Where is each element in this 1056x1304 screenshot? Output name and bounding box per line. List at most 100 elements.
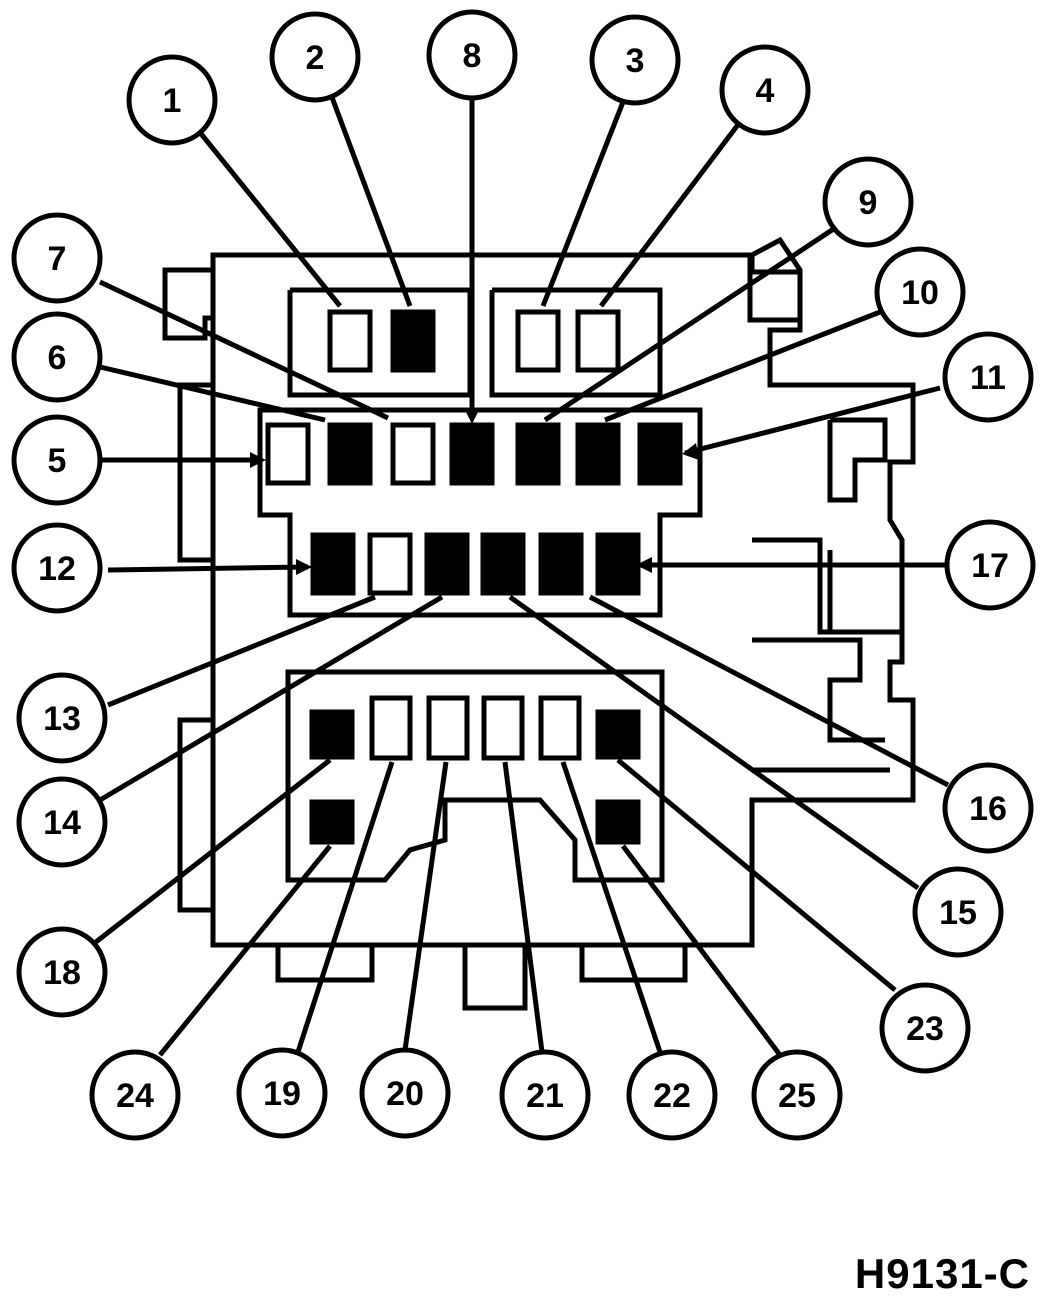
callout-circle-6 xyxy=(11,311,103,403)
cavity-top-right xyxy=(489,287,663,398)
leader-line-13 xyxy=(107,594,376,708)
pin-cell-10 xyxy=(575,422,621,486)
cavity-middle xyxy=(257,407,703,618)
leader-line-10 xyxy=(604,309,881,423)
callout-18: 18 xyxy=(16,926,108,1018)
housing-left-lower-side xyxy=(177,717,213,913)
leader-line-3 xyxy=(540,101,626,307)
callout-20: 20 xyxy=(359,1047,451,1139)
housing-right-latch-upper xyxy=(827,417,888,503)
callout-label-16: 16 xyxy=(969,790,1007,828)
figure-code: H9131-C xyxy=(854,1250,1030,1297)
callout-label-10: 10 xyxy=(901,274,939,312)
callout-circle-25 xyxy=(751,1049,843,1141)
callout-circle-17 xyxy=(944,519,1036,611)
callout-circle-13 xyxy=(16,672,108,764)
pin-cell-6 xyxy=(327,422,373,486)
callout-label-18: 18 xyxy=(43,954,81,992)
leader-line-24 xyxy=(158,844,332,1057)
pin-cell-12 xyxy=(310,532,356,596)
callout-label-25: 25 xyxy=(778,1077,816,1115)
callout-circle-9 xyxy=(822,156,914,248)
callout-label-6: 6 xyxy=(48,339,67,377)
callout-circle-12 xyxy=(11,522,103,614)
pin-cell-14 xyxy=(424,532,470,596)
callout-23: 23 xyxy=(879,982,971,1074)
callout-circle-19 xyxy=(236,1047,328,1139)
callout-circle-11 xyxy=(942,331,1034,423)
housing-bottom-tab-left xyxy=(275,945,375,983)
cavity-lower xyxy=(285,669,665,883)
callout-15: 15 xyxy=(912,866,1004,958)
housing-right-latch-mid xyxy=(752,537,902,635)
callout-label-2: 2 xyxy=(306,39,325,77)
callout-label-9: 9 xyxy=(859,184,878,222)
leader-line-15 xyxy=(508,594,920,891)
callout-13: 13 xyxy=(16,672,108,764)
callout-22: 22 xyxy=(626,1049,718,1141)
callout-label-5: 5 xyxy=(48,442,67,480)
leader-line-25 xyxy=(621,844,782,1057)
callout-label-4: 4 xyxy=(756,72,775,110)
leader-line-2 xyxy=(327,91,413,307)
leader-line-1 xyxy=(196,128,342,308)
callout-label-14: 14 xyxy=(43,804,81,842)
callout-label-19: 19 xyxy=(263,1075,301,1113)
callout-12: 12 xyxy=(11,522,103,614)
callout-label-13: 13 xyxy=(43,700,81,738)
leader-line-22 xyxy=(560,761,663,1053)
pin-cell-8 xyxy=(449,422,495,486)
callout-circle-22 xyxy=(626,1049,718,1141)
cavity-top-left xyxy=(287,287,473,398)
callout-label-23: 23 xyxy=(906,1010,944,1048)
housing-outer-outline xyxy=(210,236,916,948)
callout-21: 21 xyxy=(499,1049,591,1141)
callout-label-15: 15 xyxy=(939,894,977,932)
callout-17: 17 xyxy=(944,519,1036,611)
pin-cell-4 xyxy=(575,309,621,373)
pin-cell-9 xyxy=(515,422,561,486)
callout-2: 2 xyxy=(269,11,361,103)
callout-circle-16 xyxy=(942,762,1034,854)
callout-label-1: 1 xyxy=(163,82,182,120)
pin-cell-17 xyxy=(595,532,641,596)
pin-cell-11 xyxy=(637,422,683,486)
pin-cell-25 xyxy=(595,799,641,845)
housing-left-side xyxy=(177,382,213,563)
leader-line-20 xyxy=(402,761,449,1051)
pin-cell-21 xyxy=(481,695,525,761)
leader-line-16 xyxy=(588,594,950,788)
leader-line-7 xyxy=(98,279,390,421)
pin-cells xyxy=(265,309,683,845)
callout-circle-23 xyxy=(879,982,971,1074)
leader-line-19 xyxy=(295,761,395,1053)
callout-label-20: 20 xyxy=(386,1075,424,1113)
callout-3: 3 xyxy=(589,14,681,106)
callout-circle-20 xyxy=(359,1047,451,1139)
pin-cell-1 xyxy=(327,309,373,373)
leader-line-6 xyxy=(99,364,326,423)
leader-line-11 xyxy=(684,385,941,456)
leader-line-9 xyxy=(543,225,837,423)
arrowhead-17 xyxy=(636,557,652,573)
callout-6: 6 xyxy=(11,311,103,403)
callout-7: 7 xyxy=(11,212,103,304)
pin-cell-22 xyxy=(538,695,582,761)
housing-bottom-tab-center xyxy=(462,945,528,1011)
callout-circle-7 xyxy=(11,212,103,304)
housing-left-flange xyxy=(162,267,213,341)
callout-9: 9 xyxy=(822,156,914,248)
callout-14: 14 xyxy=(16,776,108,868)
callout-1: 1 xyxy=(126,54,218,146)
callout-16: 16 xyxy=(942,762,1034,854)
callout-4: 4 xyxy=(719,44,811,136)
callout-10: 10 xyxy=(874,246,966,338)
callout-label-22: 22 xyxy=(653,1077,691,1115)
callout-circle-2 xyxy=(269,11,361,103)
callout-5: 5 xyxy=(11,414,103,506)
callout-8: 8 xyxy=(426,9,518,101)
leader-line-23 xyxy=(616,758,897,992)
callout-label-24: 24 xyxy=(116,1077,154,1115)
callout-circle-21 xyxy=(499,1049,591,1141)
